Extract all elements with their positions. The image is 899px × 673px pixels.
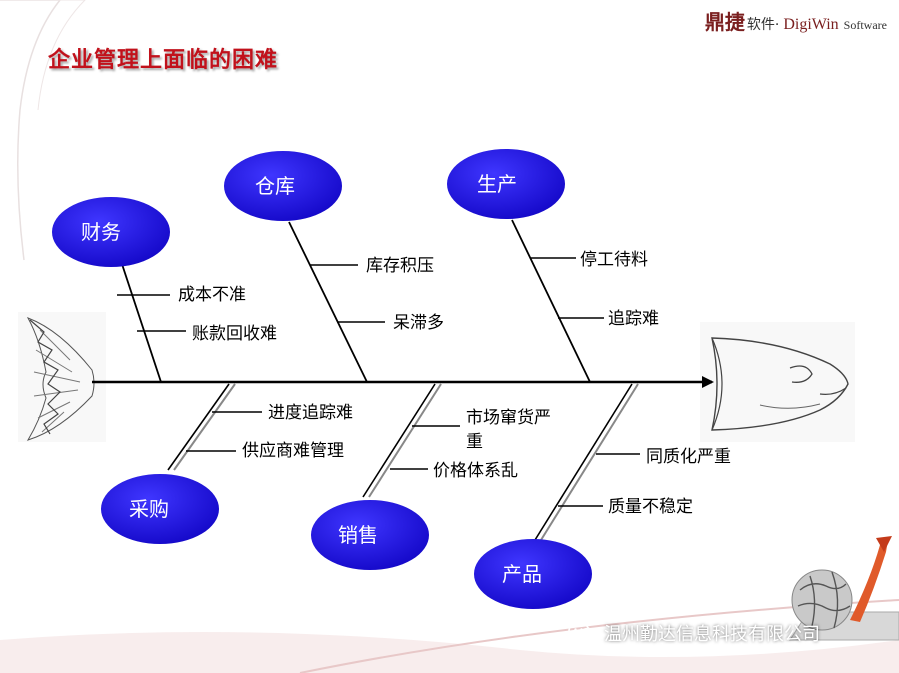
footer-company-name: 温州勤达信息科技有限公司	[604, 624, 820, 645]
branch-line-purchasing	[167, 383, 230, 471]
logo-cn-main: 鼎捷	[704, 10, 745, 34]
category-ellipse-production	[447, 149, 565, 219]
cause-label: 停工待料	[580, 250, 648, 270]
logo-en-brand: DigiWin	[783, 16, 839, 33]
spine-arrowhead	[702, 376, 714, 388]
category-ellipse-sales	[311, 500, 429, 570]
fish-tail-image	[18, 312, 106, 442]
branch-line-finance	[117, 251, 162, 383]
branch-line-sales-shadow	[368, 383, 442, 498]
cause-label: 成本不准	[178, 285, 246, 305]
category-ellipse-finance	[52, 197, 170, 267]
branch-line-product-shadow	[540, 383, 639, 541]
category-label-warehouse: 仓库	[255, 174, 295, 198]
category-label-sales: 销售	[338, 523, 378, 547]
category-label-production: 生产	[477, 172, 517, 196]
cause-label: 同质化严重	[646, 447, 731, 467]
logo-en-rest: Software	[843, 18, 887, 32]
wechat-icon	[568, 622, 598, 644]
logo-cn-rest: 软件·	[746, 17, 780, 33]
branch-line-production	[511, 219, 591, 383]
digiwin-logo: 鼎捷 软件· DigiWin Software	[704, 6, 887, 34]
category-ellipse-purchasing	[101, 474, 219, 544]
branch-line-warehouse	[288, 221, 368, 383]
category-ellipse-warehouse	[224, 151, 342, 221]
category-label-product: 产品	[502, 562, 542, 586]
branch-line-sales	[362, 383, 436, 498]
cause-label: 呆滞多	[393, 313, 444, 333]
cause-label: 质量不稳定	[608, 497, 693, 517]
cause-label: 价格体系乱	[433, 461, 518, 481]
branch-line-purchasing-shadow	[173, 383, 236, 471]
category-label-purchasing: 采购	[129, 497, 169, 521]
category-ellipse-product	[474, 539, 592, 609]
cause-label: 追踪难	[608, 309, 659, 329]
footer-watermark: 温州勤达信息科技有限公司	[568, 620, 820, 646]
fish-head-image	[700, 322, 855, 442]
branch-line-product	[534, 383, 633, 541]
cause-label-wrap: 重	[466, 432, 483, 452]
page-title: 企业管理上面临的困难	[48, 48, 279, 73]
globe-laptop-decoration	[789, 536, 899, 641]
category-label-finance: 财务	[81, 220, 121, 244]
cause-label: 市场窜货严	[466, 408, 551, 428]
cause-label: 库存积压	[366, 256, 434, 276]
cause-label: 账款回收难	[192, 324, 277, 344]
cause-label: 供应商难管理	[242, 441, 344, 461]
cause-label: 进度追踪难	[268, 403, 353, 423]
